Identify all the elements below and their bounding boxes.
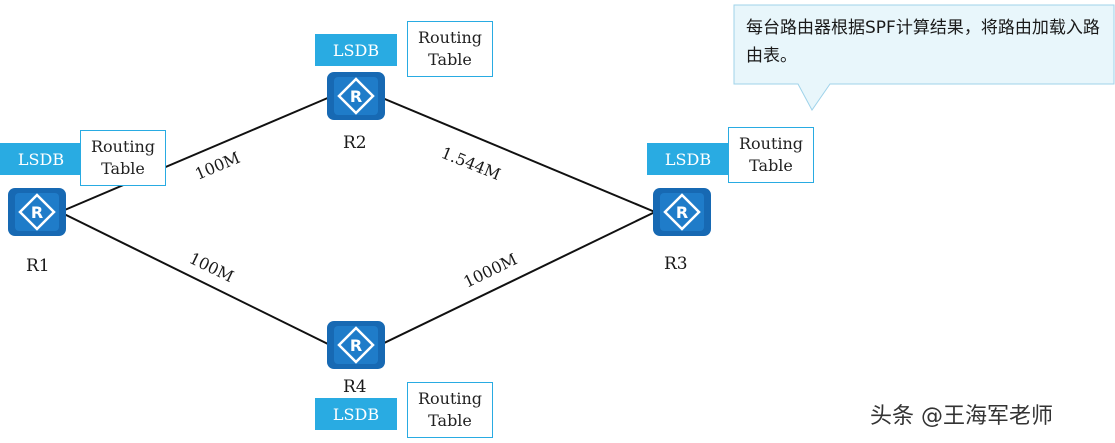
link-r1-r2 [59,96,331,213]
r4-routing-table-box: Routing Table [407,382,493,438]
svg-text:R: R [350,336,362,355]
router-r2-icon[interactable]: R [327,72,385,120]
router-r3-icon[interactable]: R [653,188,711,236]
link-label-r4-r3: 1000M [460,249,520,291]
router-label-r1: R1 [26,256,50,276]
svg-text:R: R [676,203,688,222]
svg-text:R: R [31,203,43,222]
r3-lsdb-box: LSDB [647,143,729,175]
callout-text: 每台路由器根据SPF计算结果，将路由加载入路由表。 [746,18,1100,66]
r1-routing-table-line2: Table [101,159,145,178]
r2-routing-table-line1: Routing [417,28,483,47]
link-label-r1-r4: 100M [186,249,237,287]
router-label-r4: R4 [343,377,367,397]
r3-routing-table-line1: Routing [738,134,804,153]
r4-lsdb-box: LSDB [315,398,397,430]
r1-routing-table-line1: Routing [90,137,156,156]
link-r1-r4 [59,211,331,346]
r2-routing-table-line2: Table [428,50,472,69]
router-label-r3: R3 [664,254,688,274]
router-r1-icon[interactable]: R [8,188,66,236]
router-label-r2: R2 [343,133,367,153]
r4-routing-table-line2: Table [428,411,472,430]
router-r4-icon[interactable]: R [327,321,385,369]
link-label-r2-r3: 1.544M [439,143,504,184]
r3-routing-table-line2: Table [749,156,793,175]
r1-routing-table-box: Routing Table [80,130,166,186]
svg-text:R: R [350,87,362,106]
link-r2-r3 [379,96,656,213]
r3-routing-table-box: Routing Table [728,127,814,183]
r4-routing-table-line1: Routing [417,389,483,408]
r2-routing-table-box: Routing Table [407,21,493,77]
link-r4-r3 [379,211,656,346]
callout-bubble [733,4,1115,111]
r2-lsdb-box: LSDB [315,34,397,66]
watermark-text: 头条 @王海军老师 [870,404,1053,429]
r1-lsdb-box: LSDB [0,143,82,175]
